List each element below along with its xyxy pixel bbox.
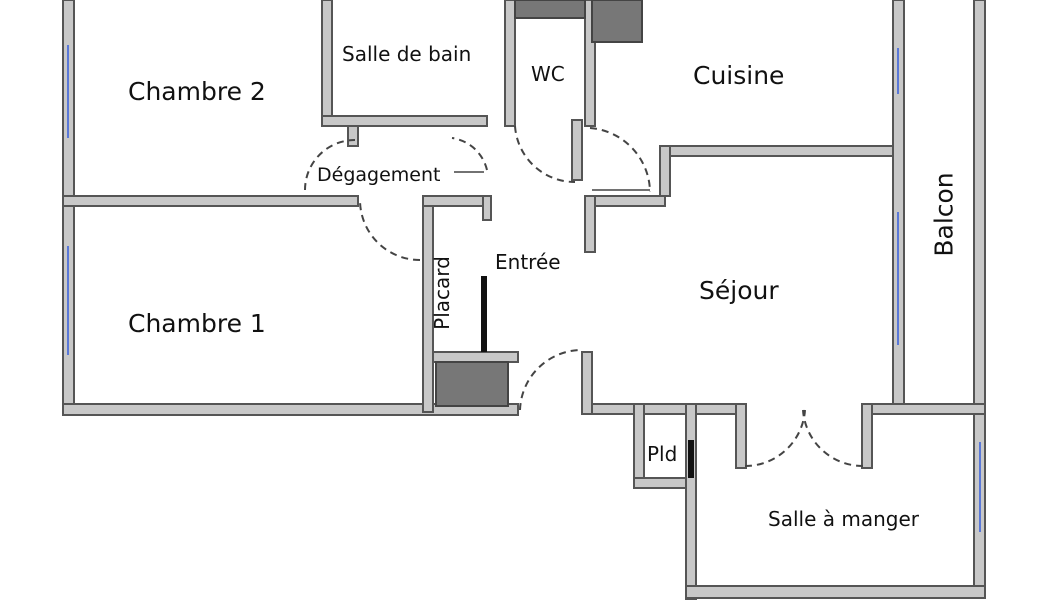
wall-wc-jamb — [571, 119, 583, 181]
wall-kitchen-lower — [584, 195, 666, 207]
wall-kitchen-bottom — [659, 145, 899, 157]
door-sdb — [451, 137, 488, 171]
wall-placard-top — [422, 195, 489, 207]
wall-sejour-door-jamb — [581, 351, 593, 415]
label-entree: Entrée — [495, 250, 561, 274]
door-dining-right — [802, 409, 864, 468]
duct-top-2 — [591, 0, 643, 43]
duct-bottom — [435, 361, 509, 407]
door-entree — [519, 349, 583, 411]
wall-sejour-bottom-left — [581, 403, 743, 415]
windows — [67, 45, 981, 532]
label-salle-a-manger: Salle à manger — [768, 507, 919, 531]
wall-sejour-bottom-right — [861, 403, 986, 415]
placard-door — [481, 276, 487, 352]
wall-dining-door-right — [861, 403, 873, 469]
label-placard: Placard — [429, 256, 454, 330]
door-leaves — [454, 171, 650, 191]
walls — [62, 0, 986, 600]
wall-kitchen-stub — [659, 145, 671, 197]
label-wc: WC — [531, 62, 565, 86]
wall-wc-right — [584, 0, 596, 127]
wall-chambre-divider — [62, 195, 359, 207]
wall-dining-door-left — [735, 403, 747, 469]
wall-sejour-left — [584, 195, 596, 253]
wall-placard-jamb — [482, 195, 492, 221]
duct-top-1 — [514, 0, 586, 19]
door-wc — [514, 125, 576, 184]
wall-dining-left — [685, 403, 697, 600]
wall-dining-bottom — [685, 585, 986, 599]
wall-door-jamb — [347, 125, 359, 147]
door-dining-left — [744, 409, 806, 468]
wall-placard-bottom — [432, 351, 519, 363]
label-balcon: Balcon — [929, 172, 959, 257]
closet-doors — [481, 276, 694, 478]
label-pld: Pld — [647, 442, 678, 466]
ducts — [435, 0, 643, 407]
door-swings — [304, 125, 864, 468]
label-cuisine: Cuisine — [693, 61, 785, 90]
door-chambre1 — [359, 199, 421, 261]
wall-pld-left — [633, 403, 645, 489]
wall-sdb-right — [504, 0, 516, 127]
wall-sdb-bottom — [321, 115, 488, 127]
wall-bottom-left — [62, 403, 519, 416]
door-cuisine — [589, 127, 651, 193]
label-chambre2: Chambre 2 — [128, 77, 266, 106]
door-degagement — [304, 139, 356, 191]
label-sejour: Séjour — [699, 276, 779, 305]
label-salle-de-bain: Salle de bain — [342, 42, 472, 66]
label-chambre1: Chambre 1 — [128, 309, 266, 338]
pld-door — [688, 440, 694, 478]
wall-sdb-left — [321, 0, 333, 127]
label-degagement: Dégagement — [317, 164, 441, 186]
